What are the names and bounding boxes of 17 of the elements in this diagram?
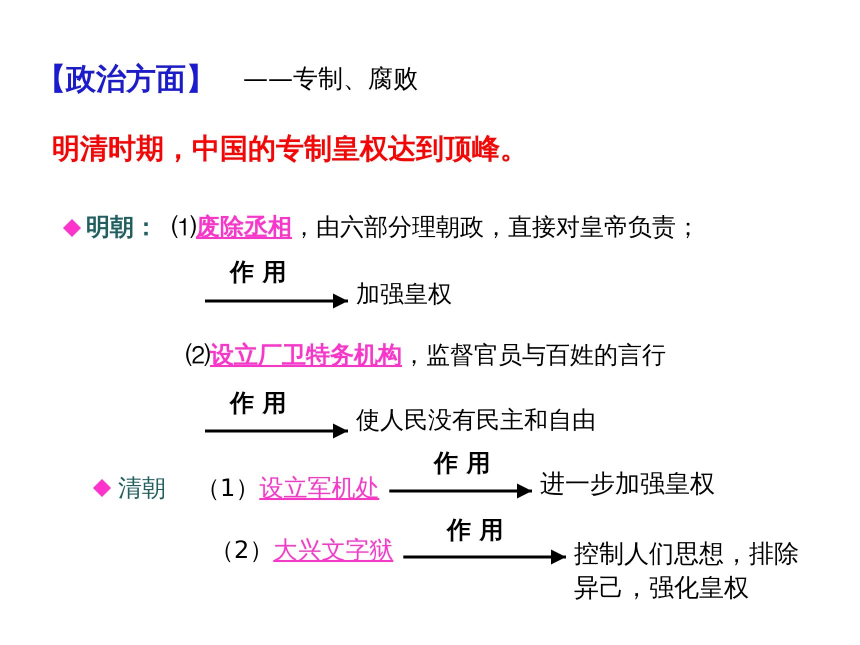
effect-text: 控制人们思想，排除异己，强化皇权	[574, 537, 814, 604]
measure-text: ⑵设立厂卫特务机构，监督官员与百姓的言行	[186, 341, 666, 370]
effect-text: 使人民没有民主和自由	[356, 406, 596, 435]
arrow	[389, 484, 532, 498]
measure-text: ⑴废除丞相，由六部分理朝政，直接对皇帝负责；	[172, 213, 700, 242]
arrow	[205, 294, 348, 308]
measure-text: （1）设立军机处	[196, 474, 380, 503]
measure-text: （2）大兴文字狱	[210, 536, 394, 565]
dynasty-label: 清朝	[118, 474, 166, 503]
dynasty-label: 明朝：	[86, 213, 158, 242]
effect-text: 进一步加强皇权	[540, 469, 715, 499]
statement-text: 明清时期，中国的专制皇权达到顶峰。	[52, 132, 528, 166]
arrow	[403, 550, 566, 564]
effect-text: 加强皇权	[356, 280, 452, 309]
subheading: ——专制、腐败	[243, 64, 418, 94]
arrow	[205, 424, 348, 438]
heading: 【政治方面】	[36, 62, 216, 98]
